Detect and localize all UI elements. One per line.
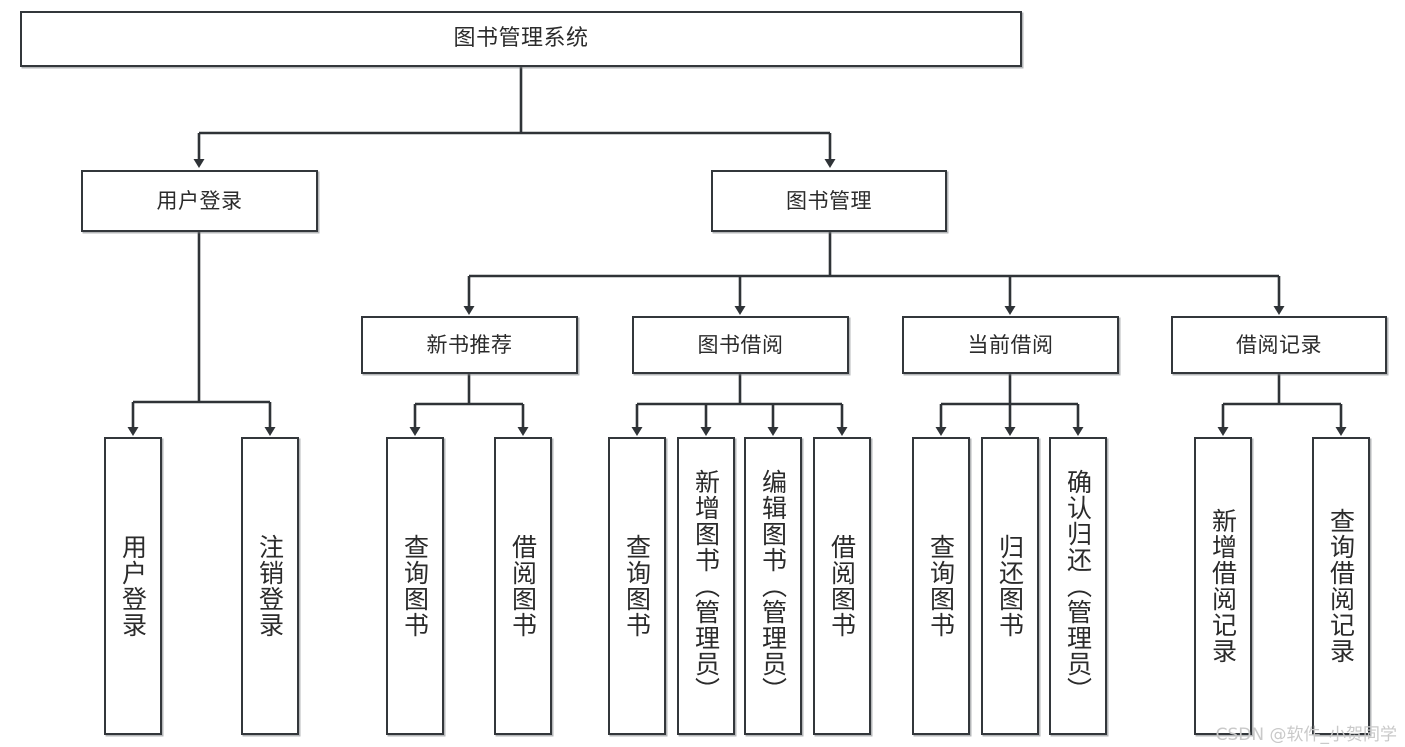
node-leaf-confirm-return-admin[interactable]: 确认归还（管理员） <box>1049 437 1107 735</box>
node-label: 查询图书 <box>622 534 652 638</box>
node-leaf-edit-book-admin[interactable]: 编辑图书（管理员） <box>744 437 802 735</box>
node-label: 确认归还（管理员） <box>1063 469 1093 703</box>
node-leaf-query-book-current[interactable]: 查询图书 <box>912 437 970 735</box>
node-label: 查询图书 <box>926 534 956 638</box>
node-label: 归还图书 <box>995 534 1025 638</box>
node-leaf-add-borrow-record[interactable]: 新增借阅记录 <box>1194 437 1252 735</box>
node-label: 注销登录 <box>255 534 285 638</box>
node-label: 查询图书 <box>400 534 430 638</box>
node-book-borrow[interactable]: 图书借阅 <box>632 316 849 374</box>
node-label: 图书借阅 <box>697 332 784 357</box>
node-label: 用户登录 <box>118 534 148 638</box>
node-borrow-record[interactable]: 借阅记录 <box>1171 316 1387 374</box>
node-leaf-query-book-borrow[interactable]: 查询图书 <box>608 437 666 735</box>
node-label: 借阅图书 <box>827 534 857 638</box>
node-label: 借阅记录 <box>1236 332 1322 357</box>
node-user-login[interactable]: 用户登录 <box>81 170 318 232</box>
node-label: 查询借阅记录 <box>1326 508 1356 664</box>
node-label: 编辑图书（管理员） <box>758 469 788 703</box>
node-leaf-query-borrow-record[interactable]: 查询借阅记录 <box>1312 437 1370 735</box>
node-leaf-borrow-book[interactable]: 借阅图书 <box>813 437 871 735</box>
node-leaf-return-book[interactable]: 归还图书 <box>981 437 1039 735</box>
node-leaf-user-login[interactable]: 用户登录 <box>104 437 162 735</box>
node-new-book-recommend[interactable]: 新书推荐 <box>361 316 578 374</box>
node-label: 借阅图书 <box>508 534 538 638</box>
node-leaf-add-book-admin[interactable]: 新增图书（管理员） <box>677 437 735 735</box>
node-label: 图书管理系统 <box>453 26 589 52</box>
node-label: 新增图书（管理员） <box>691 469 721 703</box>
node-current-borrow[interactable]: 当前借阅 <box>902 316 1119 374</box>
node-label: 新书推荐 <box>426 332 513 357</box>
node-book-management[interactable]: 图书管理 <box>711 170 947 232</box>
node-label: 当前借阅 <box>967 332 1054 357</box>
node-label: 图书管理 <box>786 188 872 213</box>
node-label: 新增借阅记录 <box>1208 508 1238 664</box>
node-leaf-logout[interactable]: 注销登录 <box>241 437 299 735</box>
node-root-book-management-system[interactable]: 图书管理系统 <box>20 11 1022 67</box>
node-leaf-borrow-book-recommend[interactable]: 借阅图书 <box>494 437 552 735</box>
node-label: 用户登录 <box>156 188 243 213</box>
node-leaf-query-book-recommend[interactable]: 查询图书 <box>386 437 444 735</box>
